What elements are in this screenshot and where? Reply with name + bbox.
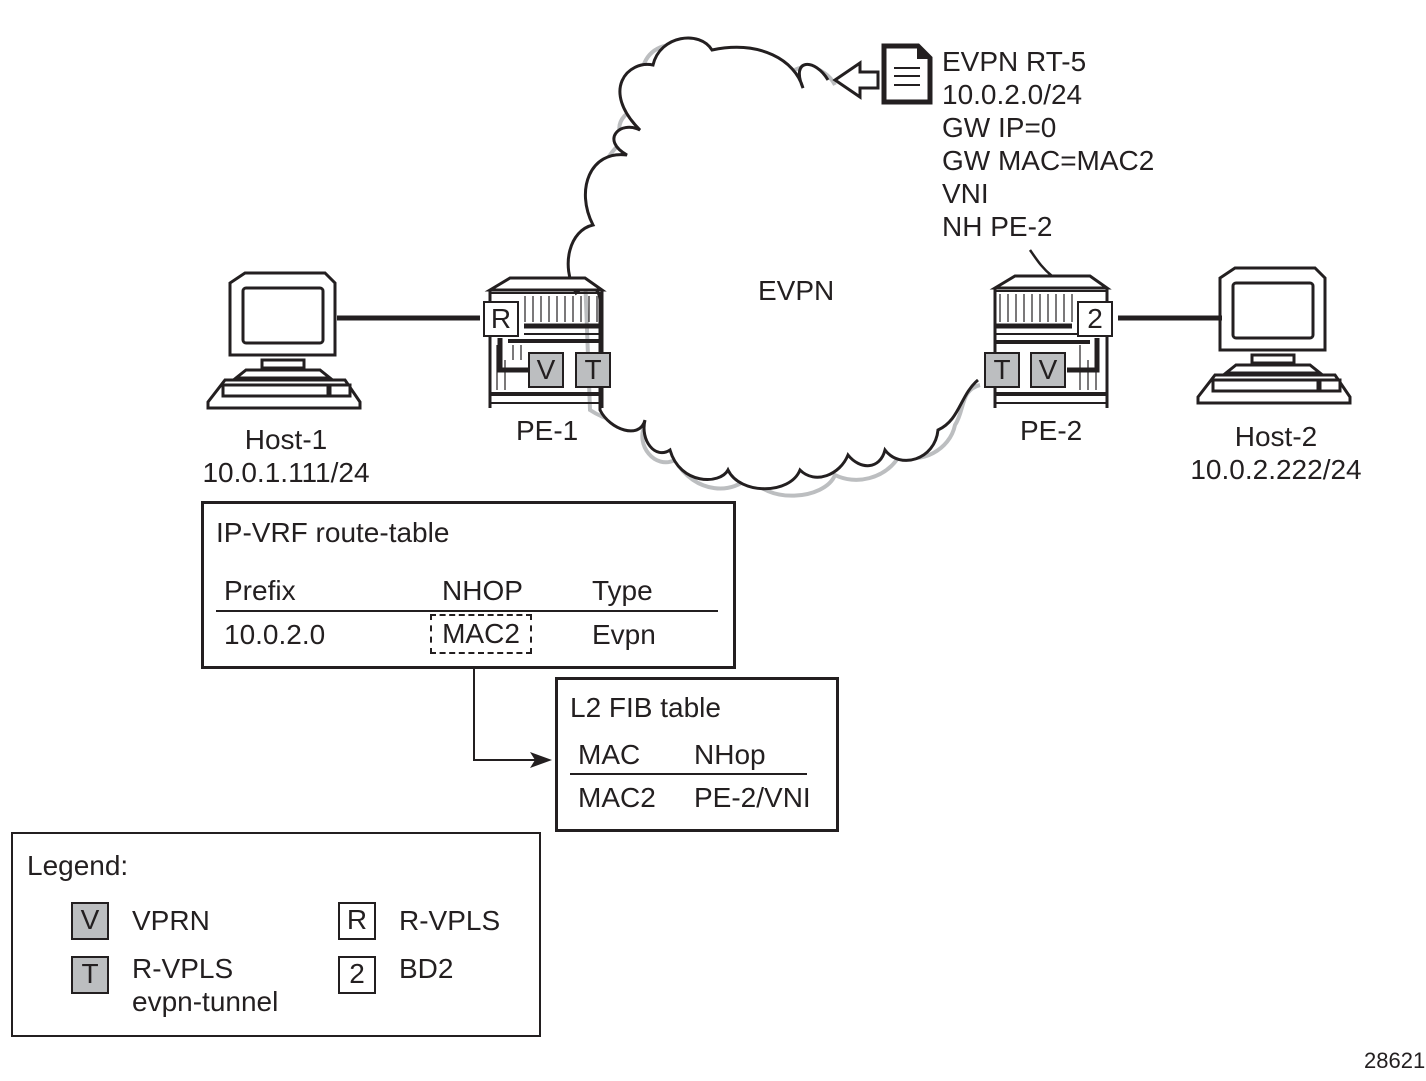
cell-prefix: 10.0.2.0 — [224, 619, 326, 650]
ip-vrf-table-title: IP-VRF route-table — [216, 517, 450, 548]
legend-symbol-r: R — [338, 902, 376, 940]
cell-nhop-highlighted: MAC2 — [430, 614, 532, 654]
pe-1-label: PE-1 — [516, 415, 579, 446]
route-advert-line: VNI — [942, 178, 989, 209]
pe-2-label: PE-2 — [1020, 415, 1083, 446]
col-header-nhop: NHop — [694, 739, 766, 770]
l2-fib-table-title: L2 FIB table — [570, 692, 721, 723]
host-2-computer-icon — [1196, 266, 1352, 405]
route-advert-text: EVPN RT-5 10.0.2.0/24 GW IP=0 GW MAC=MAC… — [942, 45, 1154, 243]
pe-1-router-icon — [484, 276, 607, 408]
arrowhead-icon — [530, 752, 552, 768]
header-divider — [216, 610, 718, 612]
legend: Legend: V VPRN T R-VPLS evpn-tunnel R R-… — [11, 832, 541, 1037]
cloud-label: EVPN — [758, 275, 835, 306]
pe-2-tag-v: V — [1030, 352, 1066, 388]
route-advert-line: GW MAC=MAC2 — [942, 145, 1155, 176]
legend-symbol-v: V — [71, 902, 109, 940]
pe-1-tag-t: T — [575, 352, 611, 388]
legend-title: Legend: — [27, 850, 129, 881]
route-advert-line: EVPN RT-5 — [942, 46, 1087, 77]
route-advert-line: GW IP=0 — [942, 112, 1057, 143]
cell-nhop: PE-2/VNI — [694, 782, 811, 813]
host-2-name: Host-2 — [1234, 421, 1318, 452]
pe-2-router-icon — [989, 274, 1112, 408]
pe-2-tag-2: 2 — [1077, 301, 1113, 337]
hollow-arrow-left-icon — [832, 60, 880, 100]
legend-label-rvpls-tunnel: R-VPLS — [132, 953, 234, 984]
col-header-type: Type — [592, 575, 653, 606]
cell-mac: MAC2 — [578, 782, 656, 813]
legend-symbol-t: T — [71, 956, 109, 994]
header-divider — [570, 773, 807, 775]
host-2-ip: 10.0.2.222/24 — [1190, 454, 1362, 485]
legend-label-vprn: VPRN — [132, 905, 210, 936]
evpn-cloud — [566, 36, 980, 491]
legend-label-rvpls: R-VPLS — [399, 905, 501, 936]
col-header-prefix: Prefix — [224, 575, 296, 606]
l2-fib-table: L2 FIB table MAC NHop MAC2 PE-2/VNI — [555, 677, 839, 832]
document-icon — [881, 43, 933, 105]
legend-label-evpn-tunnel: evpn-tunnel — [132, 986, 279, 1017]
col-header-nhop: NHOP — [442, 575, 523, 606]
nhop-to-fib-arrow — [473, 657, 535, 761]
cell-type: Evpn — [592, 619, 656, 650]
ip-vrf-route-table: IP-VRF route-table Prefix NHOP Type 10.0… — [201, 501, 736, 669]
host-1-computer-icon — [206, 271, 362, 410]
legend-label-bd2: BD2 — [399, 953, 454, 984]
pe-1-tag-v: V — [528, 352, 564, 388]
pe-2-tag-t: T — [984, 352, 1020, 388]
figure-number: 28621 — [1364, 1048, 1426, 1073]
route-advert-line: 10.0.2.0/24 — [942, 79, 1083, 110]
pe-1-tag-r: R — [483, 301, 519, 337]
col-header-mac: MAC — [578, 739, 641, 770]
host-1-name: Host-1 — [244, 424, 328, 455]
legend-symbol-2: 2 — [338, 956, 376, 994]
route-advert-line: NH PE-2 — [942, 211, 1053, 242]
nh-connector — [1028, 249, 1053, 277]
host-1-ip: 10.0.1.111/24 — [202, 457, 370, 488]
